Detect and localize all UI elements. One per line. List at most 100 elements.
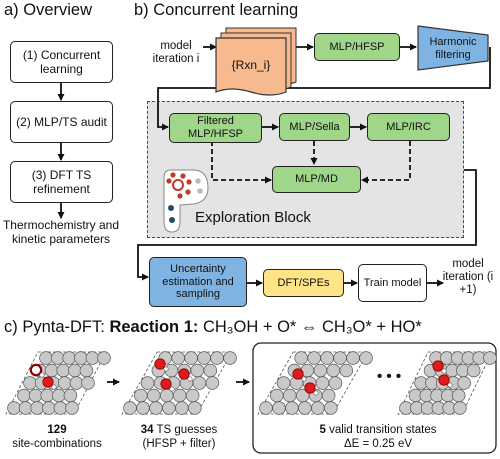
surface-atom <box>205 376 220 390</box>
overview-step-3: (3) DFT TS refinement <box>10 161 113 203</box>
slab-site-combinations <box>5 351 111 415</box>
surface-atom <box>339 363 353 378</box>
adsorbate-hydrogen <box>301 376 307 382</box>
surface-atom <box>63 388 78 403</box>
panel-b-title: b) Concurrent learning <box>134 1 299 19</box>
surface-atom <box>68 363 82 378</box>
adsorbate-hydrogen <box>163 366 169 372</box>
ts-guess-count: 34 <box>140 424 154 436</box>
train-model-label: Train model <box>363 276 422 289</box>
adsorbate-oxygen <box>29 363 43 377</box>
ts-guesses-caption: 34 TS guesses (HFSP + filter) <box>118 424 240 452</box>
harmonic-filter-shape <box>417 25 489 71</box>
surface-atom <box>466 363 481 378</box>
adsorbate-hydrogen <box>51 384 57 390</box>
panel-c-title: c) Pynta-DFT: Reaction 1: CH₃OH + O* ⇔ C… <box>4 318 422 337</box>
valid-ts-box <box>252 342 497 454</box>
surface-atom <box>259 401 273 415</box>
overview-step-3-label: (3) DFT TS refinement <box>31 167 92 196</box>
pynta-logo-icon <box>163 169 209 233</box>
valid-ts-text: valid transition states <box>325 424 437 436</box>
adsorbate-oxygen <box>154 358 166 370</box>
surface-atom <box>40 388 54 403</box>
surface-atom <box>97 351 111 365</box>
dft-spe-box: DFT/SPEs <box>263 269 344 297</box>
surface-atom <box>451 388 466 403</box>
surface-atom <box>136 401 150 415</box>
adsorbate-oxygen <box>432 360 444 372</box>
energy-value: ΔE = 0.25 eV <box>343 437 413 450</box>
surface-atom <box>184 351 198 365</box>
surface-atom <box>42 401 56 415</box>
mlp-irc-box: MLP/IRC <box>367 113 450 141</box>
mlp-sella-box: MLP/Sella <box>279 113 350 141</box>
mlp-md-box: MLP/MD <box>272 166 361 193</box>
surface-atom <box>294 351 308 365</box>
mlp-irc-label: MLP/IRC <box>386 120 431 133</box>
site-count: 129 <box>47 424 67 436</box>
dft-spe-label: DFT/SPEs <box>277 276 330 289</box>
mlp-sella-label: MLP/Sella <box>289 120 340 133</box>
reaction-formula: CH₃OH + O* ⇔ CH₃O* + HO* <box>202 318 422 336</box>
surface-atom <box>203 363 217 378</box>
surface-atom <box>324 401 338 415</box>
surface-atom <box>17 388 31 403</box>
ellipsis: • • • <box>377 368 402 385</box>
mlp-hfsp-label: MLP/HFSP <box>329 40 385 53</box>
surface-atom <box>283 388 297 403</box>
surface-atom <box>147 388 161 403</box>
harmonic-filtering-box: Harmonic filtering <box>418 30 488 68</box>
surface-atom <box>162 401 176 415</box>
surface-atom <box>58 376 72 390</box>
surface-atom <box>197 351 211 365</box>
surface-atom <box>7 401 21 415</box>
surface-atom <box>171 351 185 365</box>
surface-atom <box>298 401 312 415</box>
surface-atom <box>313 363 328 378</box>
rxn-page-front <box>215 37 287 96</box>
adsorbate-hydrogen <box>169 386 175 392</box>
valid-ts-caption: 5 valid transition states ΔE = 0.25 eV <box>278 424 478 452</box>
rxn-set-label: {Rxn_i} <box>216 38 286 92</box>
surface-atom <box>270 388 284 403</box>
train-model-box: Train model <box>358 264 427 302</box>
surface-atom <box>326 363 341 378</box>
surface-atom <box>65 401 79 415</box>
rxn-set-text: {Rxn_i} <box>231 58 271 72</box>
surface-atom <box>149 401 163 415</box>
surface-atom <box>192 376 207 390</box>
surface-atom <box>276 376 291 390</box>
surface-atom <box>85 351 100 365</box>
surface-atom <box>190 363 205 378</box>
overview-step-1: (1) Concurrent learning <box>10 41 113 83</box>
filtered-mlp-hfsp-box: Filtered MLP/HFSP <box>169 113 262 143</box>
ts-guess-caption: TS guesses <box>153 424 218 436</box>
surface-atom <box>39 351 53 365</box>
site-combinations-caption: 129 site-combinations <box>6 424 108 452</box>
adsorbate-hydrogen <box>441 368 447 374</box>
adsorbate-oxygen <box>178 368 190 380</box>
uncertainty-box: Uncertainty estimation and sampling <box>149 257 247 307</box>
panel-c-prefix: c) Pynta-DFT: <box>4 318 110 336</box>
surface-atom <box>79 363 94 378</box>
surface-atom <box>321 388 336 403</box>
surface-atom <box>52 388 66 403</box>
surface-atom <box>311 401 325 415</box>
valid-ts-count: 5 <box>319 424 326 436</box>
surface-atom <box>315 376 330 390</box>
surface-atom <box>320 351 334 365</box>
surface-atom <box>44 363 59 378</box>
surface-atom <box>175 401 189 415</box>
overview-step-1-label: (1) Concurrent learning <box>22 47 101 76</box>
surface-atom <box>272 401 286 415</box>
adsorbate-oxygen <box>438 374 450 386</box>
surface-atom <box>69 376 84 390</box>
overview-result: Thermochemistry and kinetic parameters <box>2 218 120 247</box>
surface-atom <box>328 376 343 390</box>
surface-atom <box>28 388 43 403</box>
model-iteration-input: model iteration i <box>152 40 200 66</box>
surface-atom <box>359 351 373 365</box>
slab-ts-guesses <box>121 351 237 415</box>
mlp-hfsp-box: MLP/HFSP <box>314 33 400 61</box>
